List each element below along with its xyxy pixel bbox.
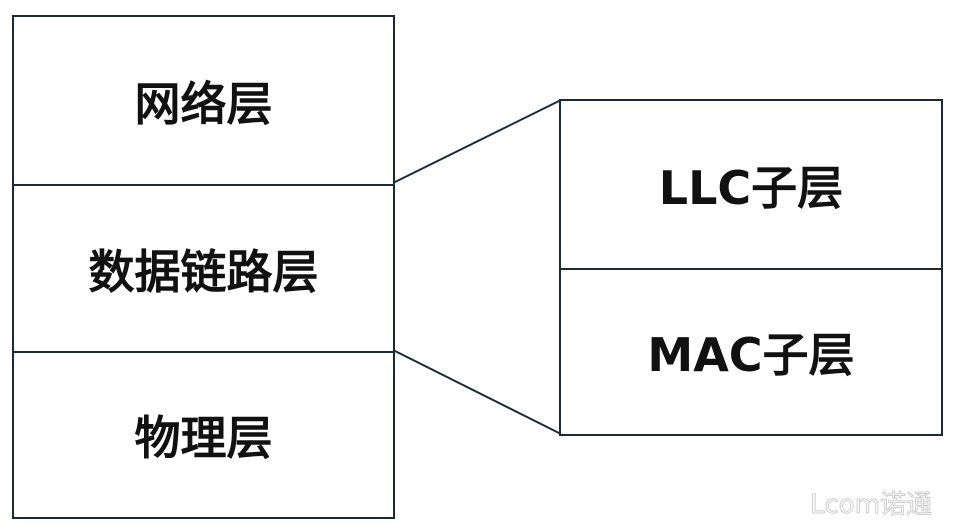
connector-bottom-line: [392, 349, 562, 435]
watermark: Lcom诺通: [809, 490, 933, 521]
data-link-sublayer-stack: LLC子层 MAC子层: [559, 99, 943, 436]
osi-layer-stack: 网络层 数据链路层 物理层: [12, 15, 395, 519]
mac-sublayer: MAC子层: [561, 268, 941, 434]
physical-layer-label: 物理层: [134, 411, 273, 465]
llc-sublayer-label: LLC子层: [658, 160, 844, 215]
connector-top-line: [392, 99, 562, 184]
network-layer-label: 网络层: [134, 76, 273, 131]
mac-sublayer-label: MAC子层: [647, 328, 855, 382]
physical-layer: 物理层: [14, 351, 393, 517]
data-link-layer-label: 数据链路层: [88, 244, 319, 299]
data-link-layer: 数据链路层: [14, 184, 393, 351]
llc-sublayer: LLC子层: [561, 101, 941, 268]
network-layer: 网络层: [14, 17, 393, 184]
